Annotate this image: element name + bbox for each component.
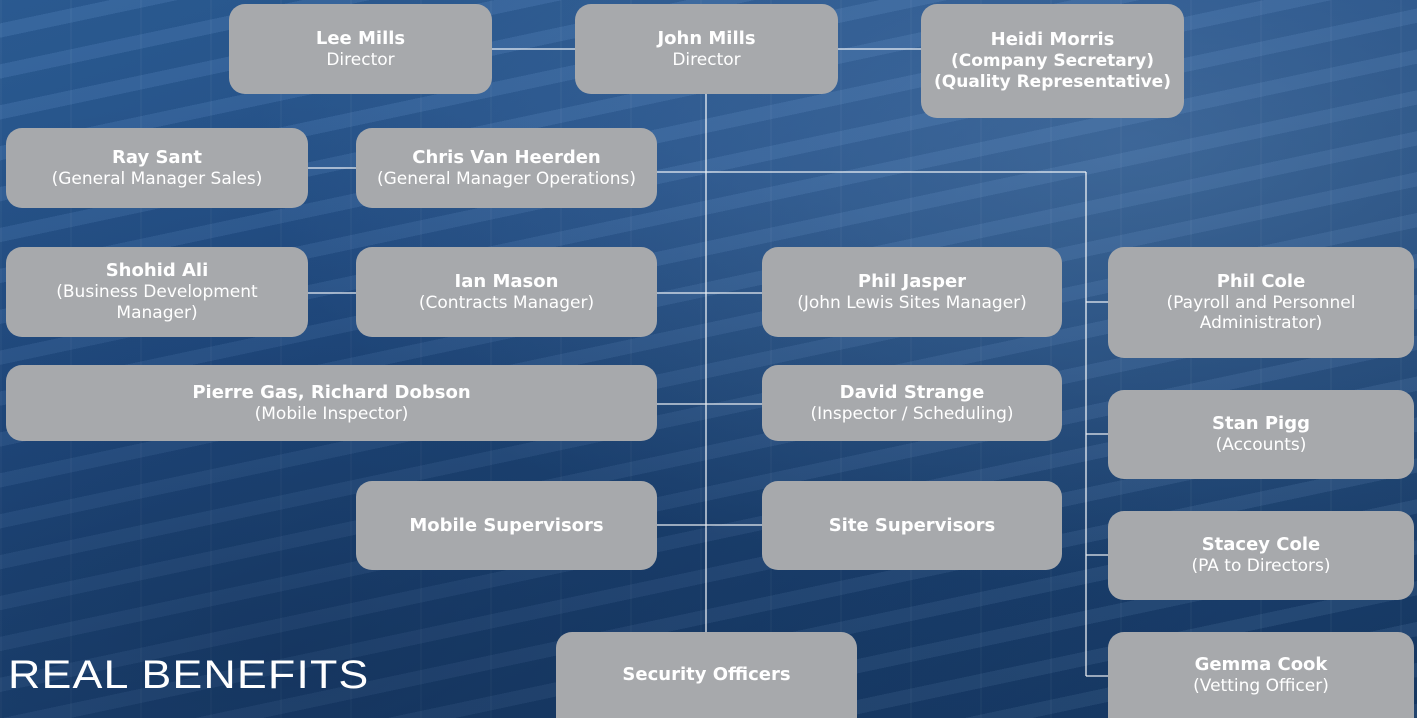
node-name: Mobile Supervisors	[409, 514, 604, 536]
node-lee-mills: Lee Mills Director	[229, 4, 492, 94]
node-ray-sant: Ray Sant (General Manager Sales)	[6, 128, 308, 208]
node-role: (Company Secretary)	[951, 51, 1154, 72]
node-site-supervisors: Site Supervisors	[762, 481, 1062, 570]
node-name: Ian Mason	[454, 270, 559, 292]
node-gemma-cook: Gemma Cook (Vetting Officer)	[1108, 632, 1414, 718]
node-role: (PA to Directors)	[1191, 556, 1331, 577]
node-role: (Vetting Officer)	[1193, 675, 1329, 696]
node-role: Director	[672, 49, 741, 70]
node-role: (Payroll and Personnel	[1166, 292, 1356, 313]
node-name: Heidi Morris	[990, 29, 1115, 51]
node-name: John Mills	[657, 27, 756, 49]
node-david-strange: David Strange (Inspector / Scheduling)	[762, 365, 1062, 441]
node-name: Stacey Cole	[1201, 534, 1321, 556]
node-chris-van-heerden: Chris Van Heerden (General Manager Opera…	[356, 128, 657, 208]
node-name: Lee Mills	[315, 27, 406, 49]
node-name: Pierre Gas, Richard Dobson	[192, 381, 471, 403]
node-name: Ray Sant	[112, 146, 202, 168]
node-role-line2: Manager)	[116, 302, 198, 323]
node-mobile-supervisors: Mobile Supervisors	[356, 481, 657, 570]
node-security-officers: Security Officers	[556, 632, 857, 718]
node-role-line2: Administrator)	[1199, 313, 1323, 334]
node-name: Site Supervisors	[828, 514, 996, 536]
node-name: Security Officers	[622, 664, 791, 686]
node-ian-mason: Ian Mason (Contracts Manager)	[356, 247, 657, 337]
node-heidi-morris: Heidi Morris (Company Secretary) (Qualit…	[921, 4, 1184, 118]
node-name: Phil Cole	[1216, 270, 1306, 292]
node-role: (John Lewis Sites Manager)	[797, 292, 1027, 313]
node-name: Chris Van Heerden	[412, 146, 601, 168]
node-role: (General Manager Operations)	[376, 168, 637, 189]
node-role: (Mobile Inspector)	[254, 403, 409, 424]
node-name: Shohid Ali	[105, 260, 209, 282]
node-role: (Accounts)	[1215, 435, 1307, 456]
node-role-line2: (Quality Representative)	[934, 71, 1171, 92]
node-phil-jasper: Phil Jasper (John Lewis Sites Manager)	[762, 247, 1062, 337]
node-role: Director	[326, 49, 395, 70]
node-name: Phil Jasper	[857, 270, 967, 292]
node-stan-pigg: Stan Pigg (Accounts)	[1108, 390, 1414, 479]
node-role: (General Manager Sales)	[51, 168, 263, 189]
node-role: (Business Development	[56, 282, 258, 303]
node-name: Stan Pigg	[1212, 413, 1310, 435]
brand-logo-text: REAL BENEFITS	[8, 653, 370, 697]
node-role: (Inspector / Scheduling)	[810, 403, 1014, 424]
node-mobile-inspectors: Pierre Gas, Richard Dobson (Mobile Inspe…	[6, 365, 657, 441]
node-stacey-cole: Stacey Cole (PA to Directors)	[1108, 511, 1414, 600]
node-john-mills: John Mills Director	[575, 4, 838, 94]
node-shohid-ali: Shohid Ali (Business Development Manager…	[6, 247, 308, 337]
node-phil-cole: Phil Cole (Payroll and Personnel Adminis…	[1108, 247, 1414, 358]
node-role: (Contracts Manager)	[418, 292, 595, 313]
node-name: David Strange	[839, 381, 985, 403]
node-name: Gemma Cook	[1194, 653, 1328, 675]
